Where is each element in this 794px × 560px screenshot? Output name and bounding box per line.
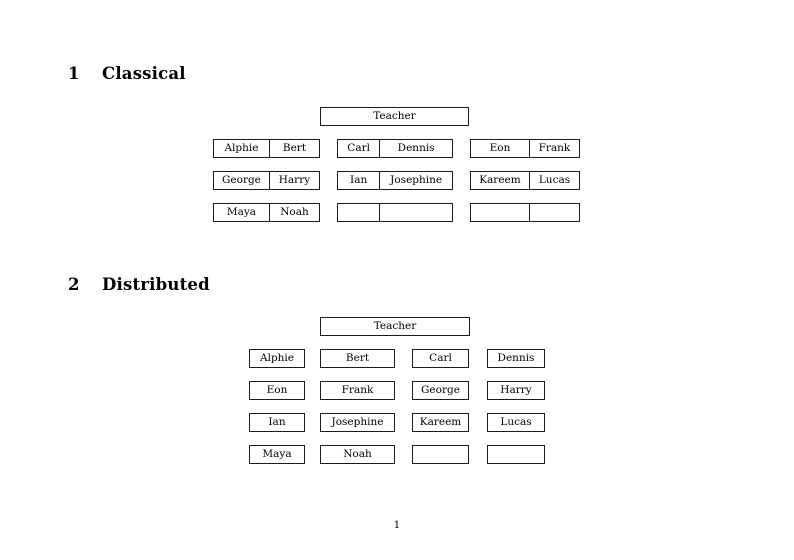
table-cell: Dennis [379,140,452,157]
table-cell: Lucas [528,172,579,189]
table-cell: George [222,174,261,187]
list-item: Dennis [487,349,545,368]
list-item: Alphie [249,349,305,368]
table-cell: Josephine [379,172,452,189]
table-cell: Alphie [224,142,259,155]
list-item: Ian [249,413,305,432]
list-item: Kareem [412,413,469,432]
table-row [337,203,453,222]
list-item: Frank [320,381,395,400]
list-item-empty [412,445,469,464]
table-row: Alphie Bert [213,139,320,158]
table-cell: Maya [226,206,257,219]
list-item: George [412,381,469,400]
page-number: 1 [393,519,401,531]
list-item: Carl [412,349,469,368]
table-row: Ian Josephine [337,171,453,190]
section-number: 2 [68,275,80,294]
list-item: Josephine [320,413,395,432]
list-item: Bert [320,349,395,368]
list-item: Eon [249,381,305,400]
table-cell: Harry [268,172,319,189]
table-cell: Noah [268,204,319,221]
teacher-box-classical: Teacher [320,107,469,126]
list-item-empty [487,445,545,464]
table-cell: Eon [489,142,511,155]
section-title: Classical [102,64,186,83]
teacher-box-distributed: Teacher [320,317,470,336]
table-row: Eon Frank [470,139,580,158]
table-row: Maya Noah [213,203,320,222]
table-cell: Kareem [479,174,521,187]
table-cell: Carl [347,142,370,155]
table-row: Carl Dennis [337,139,453,158]
table-cell: Bert [268,140,319,157]
table-cell: Ian [350,174,368,187]
table-cell: Frank [528,140,579,157]
table-row: Kareem Lucas [470,171,580,190]
list-item: Harry [487,381,545,400]
table-row [470,203,580,222]
table-cell-empty [528,204,579,221]
table-cell-empty [471,204,529,221]
table-row: George Harry [213,171,320,190]
list-item: Maya [249,445,305,464]
table-cell-empty [338,204,379,221]
section-number: 1 [68,64,80,83]
section-title: Distributed [102,275,210,294]
list-item: Noah [320,445,395,464]
list-item: Lucas [487,413,545,432]
table-cell-empty [379,204,452,221]
